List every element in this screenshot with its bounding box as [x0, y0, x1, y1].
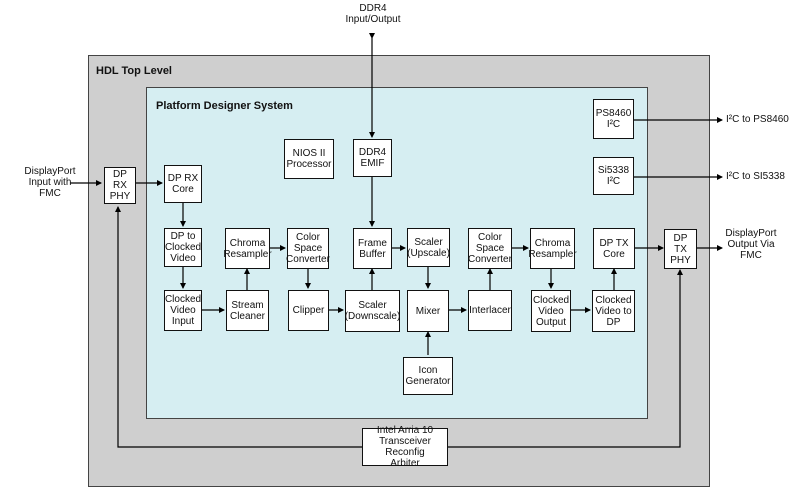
interlacer-block: Interlacer	[468, 290, 512, 331]
platform-designer-title: Platform Designer System	[156, 100, 293, 112]
dp-rx-phy-block: DP RX PHY	[104, 167, 136, 204]
ddr4-emif-block: DDR4 EMIF	[353, 139, 392, 177]
dp-tx-phy-block: DP TX PHY	[664, 229, 697, 269]
transceiver-reconfig-arbiter-block: Intel Arria 10 Transceiver Reconfig Arbi…	[362, 425, 448, 469]
color-space-converter-block: Color Space Converter	[286, 228, 330, 269]
clocked-video-to-dp-block: Clocked Video to DP	[592, 290, 635, 332]
scaler-downscale-block: Scaler (Downscale)	[345, 290, 400, 332]
icon-generator-block: Icon Generator	[403, 357, 453, 395]
i2c-to-ps8460-label: I²C to PS8460	[726, 114, 789, 125]
scaler-upscale-block: Scaler (Upscale)	[407, 228, 450, 267]
dp-to-clocked-video-block: DP to Clocked Video	[164, 228, 202, 267]
clipper-block: Clipper	[288, 290, 329, 331]
clocked-video-input-block: Clocked Video Input	[164, 290, 202, 331]
nios-ii-processor-block: NIOS II Processor	[284, 139, 334, 179]
i2c-to-si5338-label: I²C to SI5338	[726, 171, 785, 182]
si5338-i2c-block: Si5338 I²C	[593, 157, 634, 195]
displayport-input-label: DisplayPort Input with FMC	[24, 166, 76, 199]
dp-rx-core-block: DP RX Core	[164, 165, 202, 203]
ddr4-io-label: DDR4 Input/Output	[345, 3, 401, 25]
chroma-resampler-block: Chroma Resampler	[223, 228, 272, 269]
chroma-resampler-2-block: Chroma Resampler	[528, 228, 577, 269]
displayport-output-label: DisplayPort Output Via FMC	[725, 228, 777, 261]
mixer-block: Mixer	[407, 290, 449, 332]
stream-cleaner-block: Stream Cleaner	[226, 290, 269, 331]
hdl-top-level-title: HDL Top Level	[96, 65, 172, 77]
color-space-converter-2-block: Color Space Converter	[468, 228, 512, 269]
frame-buffer-block: Frame Buffer	[353, 228, 392, 269]
ps8460-i2c-block: PS8460 I²C	[593, 99, 634, 139]
clocked-video-output-block: Clocked Video Output	[531, 290, 571, 332]
dp-tx-core-block: DP TX Core	[593, 228, 635, 269]
